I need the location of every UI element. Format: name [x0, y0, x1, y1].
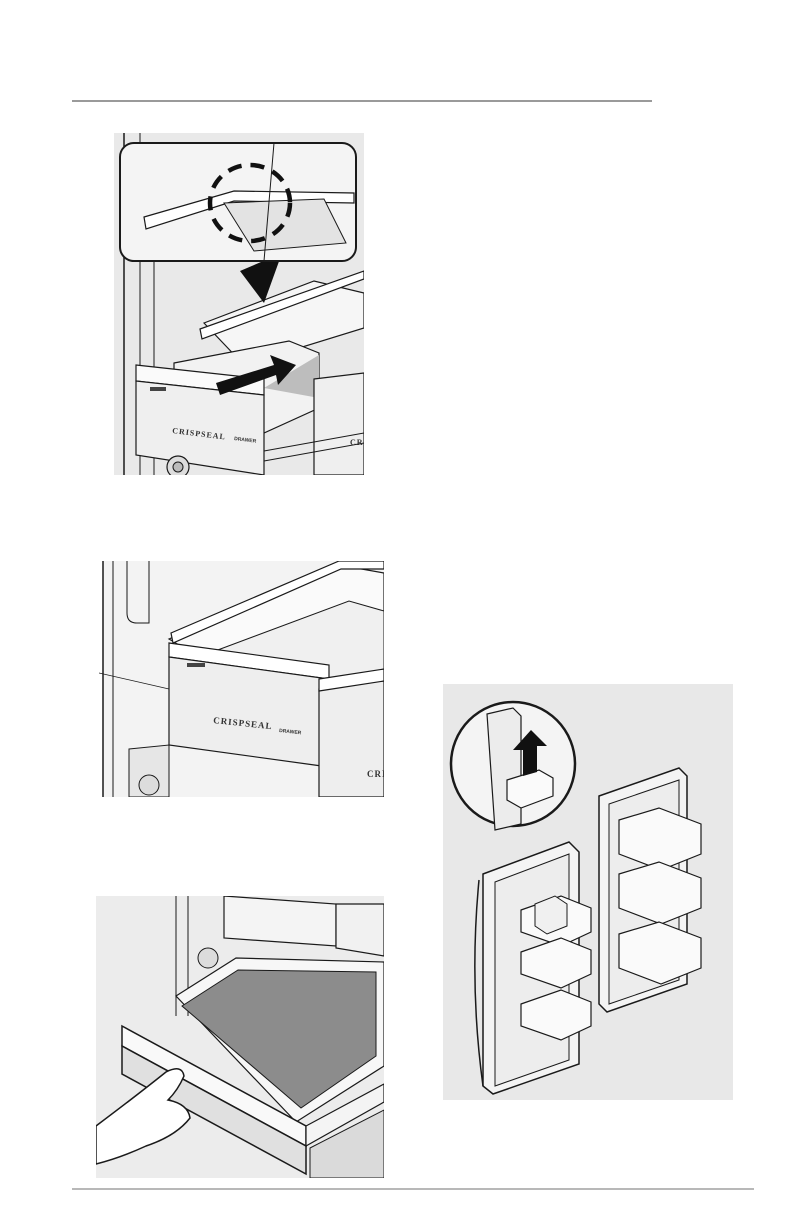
- door-bins-figure: [443, 684, 733, 1100]
- crisper-drawers-installed-illustration: CRISPSEAL DRAWER CRIS: [99, 561, 384, 797]
- crisper-cover-install-illustration: CRISPSEAL DRAWER CRIS: [114, 133, 364, 475]
- header-rule: [72, 100, 652, 102]
- drawer-removal-figure: [96, 896, 384, 1178]
- drawer-brand-right-label: CRIS: [367, 769, 384, 779]
- crisper-cover-install-figure: CRISPSEAL DRAWER CRIS: [114, 133, 364, 475]
- drawer-brand-right-label: CRIS: [350, 438, 364, 447]
- drawer-removal-illustration: [96, 896, 384, 1178]
- footer-rule: [72, 1188, 754, 1190]
- door-bins-illustration: [443, 684, 733, 1100]
- crisper-drawers-installed-figure: CRISPSEAL DRAWER CRIS: [99, 561, 384, 797]
